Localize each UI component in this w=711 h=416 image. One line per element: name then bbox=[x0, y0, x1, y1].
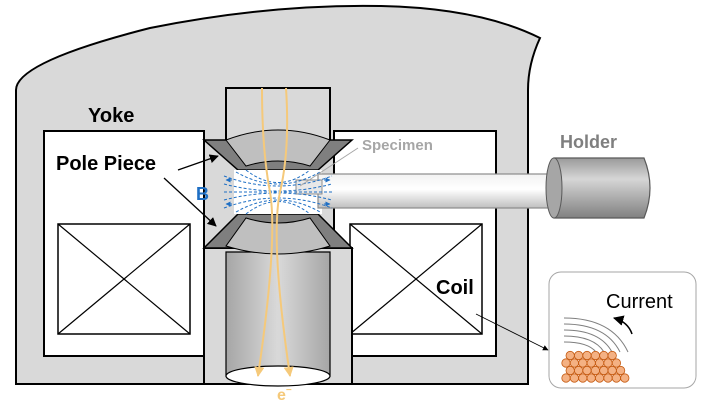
wire-cross-section bbox=[561, 373, 571, 383]
wire-cross-section bbox=[578, 373, 588, 383]
lower-pole-piece bbox=[202, 213, 354, 255]
wire-cross-section bbox=[590, 365, 601, 376]
wire-arcs bbox=[563, 317, 629, 353]
wire-cross-section bbox=[565, 350, 575, 361]
wire-cross-section bbox=[561, 358, 571, 368]
wire-cross-section bbox=[565, 365, 575, 376]
wire-cross-section bbox=[573, 350, 584, 361]
holder-label: Holder bbox=[560, 132, 617, 152]
current-arrow bbox=[612, 315, 633, 335]
coil-pointer bbox=[475, 313, 549, 351]
coil-label: Coil bbox=[436, 277, 474, 299]
coil-right bbox=[349, 223, 483, 335]
wire-cross-section bbox=[603, 358, 613, 368]
pole-piece-arrow-lower bbox=[163, 177, 217, 227]
wire-cross-section bbox=[611, 358, 622, 368]
wire-cross-section bbox=[594, 373, 605, 383]
wire-bundle bbox=[561, 350, 630, 383]
wire-cross-section bbox=[599, 350, 609, 361]
wire-cross-section bbox=[582, 350, 592, 361]
electron-beam bbox=[254, 87, 294, 377]
coil-left bbox=[57, 223, 191, 335]
wire-cross-section bbox=[603, 373, 613, 383]
wire-cross-section bbox=[620, 373, 630, 383]
wire-cross-section bbox=[569, 358, 580, 368]
wire-cross-section bbox=[590, 350, 601, 361]
wire-cross-section bbox=[599, 365, 609, 376]
wire-cross-section bbox=[582, 365, 592, 376]
specimen-pointer bbox=[299, 147, 359, 187]
specimen-holder bbox=[295, 157, 651, 219]
wire-cross-section bbox=[594, 358, 605, 368]
current-label: Current bbox=[606, 291, 673, 313]
field-arrows bbox=[225, 177, 331, 207]
wire-cross-section bbox=[607, 350, 617, 361]
holder-head bbox=[549, 157, 651, 219]
pole-piece-arrow-upper bbox=[177, 154, 219, 171]
wire-cross-section bbox=[615, 365, 626, 376]
wire-cross-section bbox=[569, 373, 580, 383]
wire-cross-section bbox=[611, 373, 622, 383]
yoke-label: Yoke bbox=[88, 105, 134, 127]
current-inset bbox=[548, 271, 697, 389]
specimen-label: Specimen bbox=[362, 137, 433, 154]
field-label: B bbox=[196, 184, 209, 204]
wire-cross-section bbox=[578, 358, 588, 368]
wire-cross-section bbox=[573, 365, 584, 376]
pole-piece-label: Pole Piece bbox=[56, 153, 156, 175]
wire-cross-section bbox=[607, 365, 617, 376]
electron-label: e− bbox=[277, 385, 292, 404]
bore-bottom bbox=[225, 365, 331, 387]
upper-pole-piece bbox=[202, 129, 354, 171]
wire-cross-section bbox=[586, 373, 596, 383]
wire-cross-section bbox=[586, 358, 596, 368]
